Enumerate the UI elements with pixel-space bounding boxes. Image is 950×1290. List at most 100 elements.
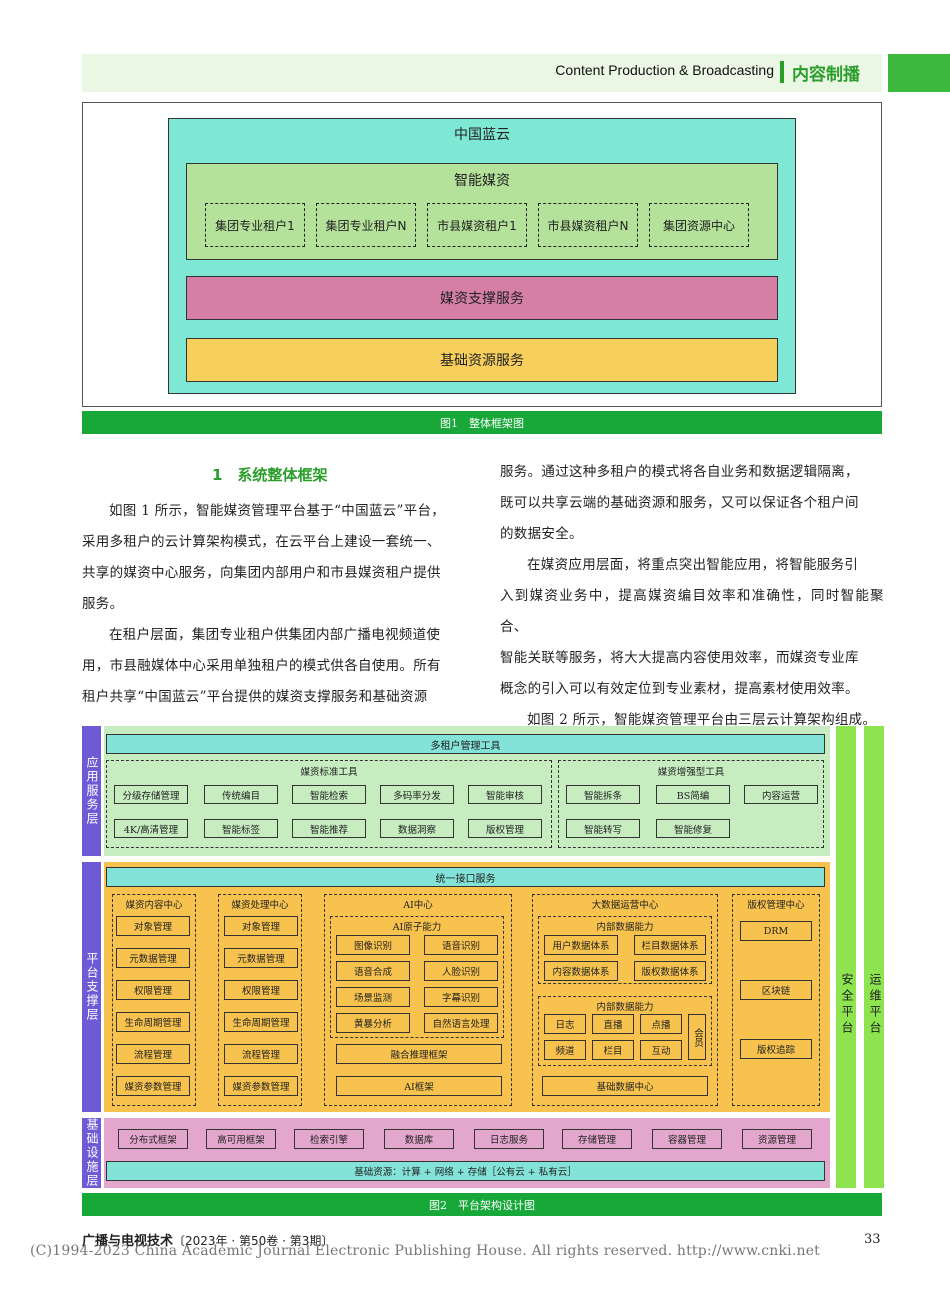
bigdata-inner1-title: 内部数据能力: [596, 922, 654, 933]
layer-label-app: 应用服务层: [82, 726, 101, 856]
tenant-box: 市县媒资租户N: [538, 203, 638, 247]
copyright-module: 版权追踪: [740, 1039, 812, 1059]
bigdata-inner2-group: [538, 996, 712, 1066]
ai-center-group: [324, 894, 512, 1106]
enh-tools-group: [558, 760, 824, 848]
infra-box: 检索引擎: [294, 1129, 364, 1149]
ai-center-title: AI中心: [403, 900, 433, 911]
ai-capability-box: 语音识别: [424, 935, 498, 955]
tenant-box: 市县媒资租户1: [427, 203, 527, 247]
tenant-box: 集团资源中心: [649, 203, 749, 247]
ai-framework: AI框架: [336, 1076, 502, 1096]
paragraph-line: 智能关联等服务，将大大提高内容使用效率，而媒资专业库: [500, 650, 859, 666]
tool-box: 智能检索: [292, 785, 366, 804]
module-box: 元数据管理: [224, 948, 298, 968]
infra-box: 高可用框架: [206, 1129, 276, 1149]
data-item-box: 频道: [544, 1040, 586, 1060]
paragraph-line: 服务。: [82, 596, 124, 612]
journal-footer: 广播与电视技术〔2023年 · 第50卷 · 第3期〕: [82, 1230, 333, 1249]
module-box: 元数据管理: [116, 948, 190, 968]
ai-capability-box: 语音合成: [336, 961, 410, 981]
module-box: 权限管理: [224, 980, 298, 1000]
security-platform: 安全平台: [836, 726, 856, 1188]
media-support-service: 媒资支撑服务: [186, 276, 778, 320]
left-column: 如图 1 所示，智能媒资管理平台基于“中国蓝云”平台， 采用多租户的云计算架构模…: [82, 496, 466, 713]
paragraph-line: 如图 1 所示，智能媒资管理平台基于“中国蓝云”平台，: [109, 503, 446, 519]
paragraph-line: 采用多租户的云计算架构模式，在云平台上建设一套统一、: [82, 534, 441, 550]
ai-capability-box: 黄暴分析: [336, 1013, 410, 1033]
bigdata-inner2-title: 内部数据能力: [596, 1002, 654, 1013]
module-box: 权限管理: [116, 980, 190, 1000]
data-system-box: 内容数据体系: [544, 961, 618, 981]
module-box: 生命周期管理: [116, 1012, 190, 1032]
cloud-label: 中国蓝云: [454, 127, 510, 143]
header-chinese: 内容制播: [792, 65, 860, 85]
paragraph-line: 如图 2 所示，智能媒资管理平台由三层云计算架构组成。: [527, 712, 877, 728]
page-number: 33: [864, 1232, 881, 1247]
content-center-group: [112, 894, 196, 1106]
ai-atom-group: [330, 916, 504, 1038]
infra-box: 容器管理: [652, 1129, 722, 1149]
content-center-title: 媒资内容中心: [125, 900, 183, 911]
journal-issue: 〔2023年 · 第50卷 · 第3期〕: [173, 1234, 334, 1248]
bigdata-inner1-group: [538, 916, 712, 984]
tool-box: 智能标签: [204, 819, 278, 838]
infra-box: 日志服务: [474, 1129, 544, 1149]
copyright-module: DRM: [740, 921, 812, 941]
tool-box: 版权管理: [468, 819, 542, 838]
data-item-box: 栏目: [592, 1040, 634, 1060]
module-box: 流程管理: [116, 1044, 190, 1064]
copyright-center-title: 版权管理中心: [747, 900, 805, 911]
ai-capability-box: 自然语言处理: [424, 1013, 498, 1033]
section-title: 1 系统整体框架: [212, 466, 328, 484]
paragraph-line: 服务。通过这种多租户的模式将各自业务和数据逻辑隔离，: [500, 464, 859, 480]
tenant-box: 集团专业租户N: [316, 203, 416, 247]
journal-name: 广播与电视技术: [82, 1234, 174, 1249]
paragraph-line: 概念的引入可以有效定位到专业素材，提高素材使用效率。: [500, 681, 859, 697]
ai-capability-box: 人脸识别: [424, 961, 498, 981]
data-system-box: 版权数据体系: [634, 961, 706, 981]
enh-tools-title: 媒资增强型工具: [657, 767, 725, 778]
module-box: 媒资参数管理: [224, 1076, 298, 1096]
base-data-center: 基础数据中心: [542, 1076, 708, 1096]
figure1-frame: [82, 102, 882, 407]
paragraph-line: 既可以共享云端的基础资源和服务，又可以保证各个租户间: [500, 495, 859, 511]
data-system-box: 用户数据体系: [544, 935, 618, 955]
infra-base-resources: 基础资源：计算 + 网络 + 存储［公有云 + 私有云］: [106, 1161, 825, 1181]
std-tools-title: 媒资标准工具: [300, 767, 358, 778]
ai-capability-box: 图像识别: [336, 935, 410, 955]
module-box: 对象管理: [116, 916, 190, 936]
header-band: [82, 54, 882, 92]
copyright-watermark: (C)1994-2023 China Academic Journal Elec…: [30, 1243, 821, 1259]
paragraph-line: 在媒资应用层面，将重点突出智能应用，将智能服务引: [527, 557, 859, 573]
tool-box: 多码率分发: [380, 785, 454, 804]
tool-box: 智能转写: [566, 819, 640, 838]
infra-box: 资源管理: [742, 1129, 812, 1149]
header-divider: [780, 61, 784, 83]
layer-label-platform: 平台支撑层: [82, 862, 101, 1112]
header-green-tab: [888, 54, 950, 92]
figure2: 应用服务层 平台支撑层 基础设施层 多租户管理工具 媒资标准工具 分级存储管理 …: [82, 724, 884, 1194]
header-english: Content Production & Broadcasting: [555, 62, 774, 78]
tool-box: BS简编: [656, 785, 730, 804]
bigdata-center-group: [532, 894, 718, 1106]
module-box: 流程管理: [224, 1044, 298, 1064]
ai-capability-box: 场景监测: [336, 987, 410, 1007]
right-column: 服务。通过这种多租户的模式将各自业务和数据逻辑隔离， 既可以共享云端的基础资源和…: [500, 457, 884, 736]
std-tools-group: [106, 760, 552, 848]
member-box: 会员: [688, 1014, 706, 1060]
tool-box: 分级存储管理: [114, 785, 188, 804]
paragraph-line: 用，市县融媒体中心采用单独租户的模式供各自使用。所有: [82, 658, 441, 674]
paragraph-line: 租户共享“中国蓝云”平台提供的媒资支撑服务和基础资源: [82, 689, 428, 705]
data-system-box: 栏目数据体系: [634, 935, 706, 955]
tool-box: 传统编目: [204, 785, 278, 804]
data-item-box: 点播: [640, 1014, 682, 1034]
tool-box: 智能拆条: [566, 785, 640, 804]
ops-platform: 运维平台: [864, 726, 884, 1188]
tool-box: 数据洞察: [380, 819, 454, 838]
infra-box: 数据库: [384, 1129, 454, 1149]
tool-box: 智能审核: [468, 785, 542, 804]
process-center-title: 媒资处理中心: [231, 900, 289, 911]
fusion-inference-framework: 融合推理框架: [336, 1044, 502, 1064]
figure2-caption: 图2 平台架构设计图: [82, 1193, 882, 1216]
